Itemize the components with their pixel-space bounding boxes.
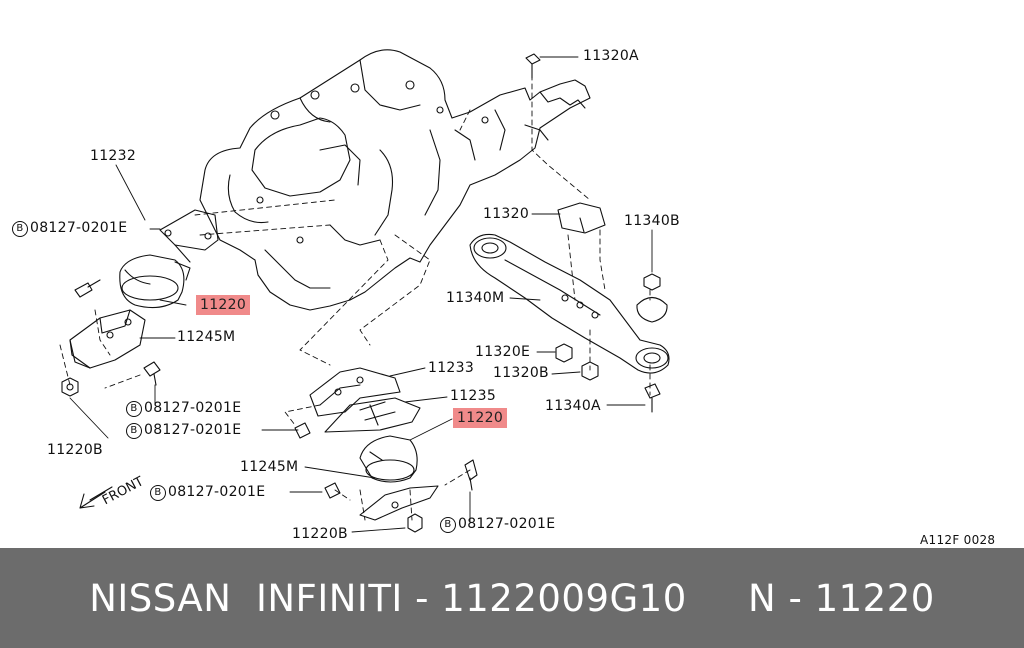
- b-marker: B: [440, 517, 456, 533]
- b-marker: B: [126, 401, 142, 417]
- label-11340b: 11340B: [624, 213, 680, 229]
- label-11235: 11235: [450, 388, 497, 404]
- bracket-11245m-left: [69, 309, 146, 369]
- label-11220-left-highlighted: 11220: [196, 295, 251, 315]
- bolt-left-mid: [143, 361, 161, 386]
- label-11232: 11232: [90, 148, 137, 164]
- label-11320e: 11320E: [475, 344, 531, 360]
- b-marker: B: [126, 423, 142, 439]
- label-08127-b-text: 08127-0201E: [144, 400, 242, 416]
- label-11233: 11233: [428, 360, 475, 376]
- bracket-11320: [557, 202, 606, 234]
- part-number-caption: NISSAN INFINITI - 1122009G10 N - 11220: [89, 576, 935, 620]
- member-11340m: [469, 233, 670, 374]
- b-marker: B: [12, 221, 28, 237]
- label-11320a: 11320A: [583, 48, 639, 64]
- label-11220b-center: 11220B: [292, 526, 348, 542]
- b-marker: B: [150, 485, 166, 501]
- front-arrow-icon: [79, 486, 113, 509]
- nut-11220b-left: [61, 377, 79, 397]
- label-08127-a-text: 08127-0201E: [30, 220, 128, 236]
- nut-11220b-center: [407, 513, 423, 533]
- bolt-11320a: [525, 53, 541, 79]
- engine-transmission-outline: [199, 49, 591, 311]
- mount-11220-left: [119, 254, 191, 309]
- label-11220-center-highlighted: 11220: [453, 408, 508, 428]
- bolt-center-right: [464, 459, 478, 491]
- label-11220b-left: 11220B: [47, 442, 103, 458]
- bracket-11232: [159, 209, 219, 263]
- label-11245m-center: 11245M: [240, 459, 299, 475]
- label-11320: 11320: [483, 206, 530, 222]
- insulator-11340b: [636, 273, 668, 323]
- plate-11235: [324, 397, 421, 433]
- label-11340m: 11340M: [446, 290, 505, 306]
- diagram-code: A112F 0028: [920, 533, 996, 547]
- bracket-11245m-center: [359, 485, 439, 521]
- label-11320b: 11320B: [493, 365, 549, 381]
- bracket-11233: [309, 367, 401, 417]
- part-number-banner: NISSAN INFINITI - 1122009G10 N - 11220: [0, 548, 1024, 648]
- label-08127-d-text: 08127-0201E: [168, 484, 266, 500]
- bolt-center-left: [294, 422, 311, 439]
- bolt-11340a: [644, 383, 661, 413]
- diagram-drawing: [59, 49, 670, 533]
- nut-11320b: [581, 361, 599, 381]
- leader-lines: [69, 56, 653, 533]
- guide-lines: [59, 74, 651, 521]
- label-11340a: 11340A: [545, 398, 601, 414]
- mount-11220-center: [359, 435, 418, 483]
- nut-11320e: [555, 343, 573, 363]
- label-08127-c-text: 08127-0201E: [144, 422, 242, 438]
- bolt-left-top: [74, 279, 101, 298]
- bolt-center-lower: [324, 482, 341, 499]
- label-11245m-left: 11245M: [177, 329, 236, 345]
- label-08127-e-text: 08127-0201E: [458, 516, 556, 532]
